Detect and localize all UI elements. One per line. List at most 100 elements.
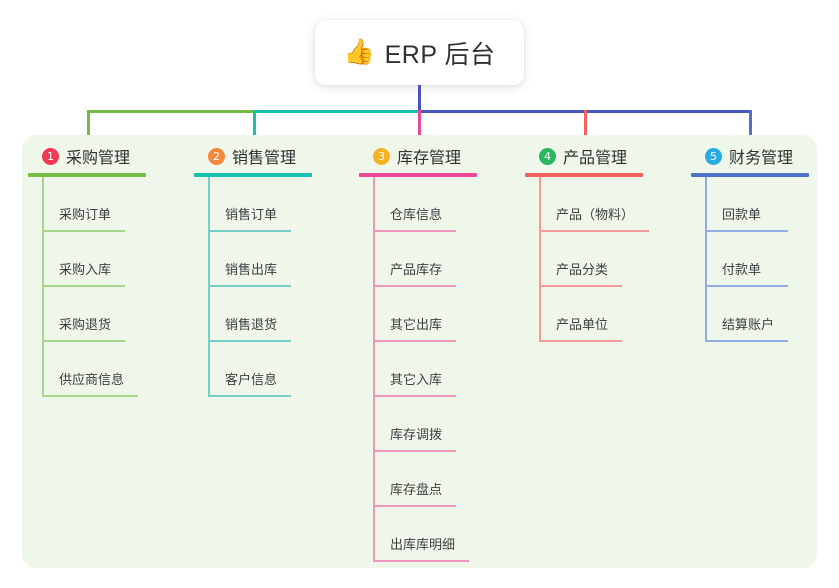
branch-column-1: 1 采购管理 采购订单 采购入库 采购退货 供应商信息	[28, 144, 188, 397]
branch-rule	[28, 173, 146, 177]
leaf-label: 仓库信息	[390, 207, 443, 222]
leaf-label: 出库库明细	[390, 537, 456, 552]
branch-header-3[interactable]: 3 库存管理	[359, 144, 519, 168]
branch-leaves-5: 回款单 付款单 结算账户	[691, 177, 839, 342]
leaf-label: 供应商信息	[59, 372, 125, 387]
leaf-rule	[705, 230, 788, 232]
drop-line-branch-1	[87, 110, 90, 145]
drop-line-branch-4	[584, 110, 587, 145]
leaf-label: 客户信息	[225, 372, 278, 387]
leaf-label: 产品库存	[390, 262, 443, 277]
leaf-rule	[539, 340, 622, 342]
leaf-rule	[208, 285, 291, 287]
branch-header-5[interactable]: 5 财务管理	[691, 144, 839, 168]
leaf-rule	[208, 395, 291, 397]
leaf-item[interactable]: 采购退货	[28, 287, 188, 342]
leaf-item[interactable]: 采购订单	[28, 177, 188, 232]
leaf-rule	[42, 230, 125, 232]
leaf-label: 销售退货	[225, 317, 278, 332]
leaf-label: 其它出库	[390, 317, 443, 332]
branch-column-2: 2 销售管理 销售订单 销售出库 销售退货 客户信息	[194, 144, 354, 397]
leaf-item[interactable]: 库存调拨	[359, 397, 519, 452]
branch-number-badge: 3	[373, 147, 390, 165]
leaf-rule	[539, 230, 649, 232]
branch-header-2[interactable]: 2 销售管理	[194, 144, 354, 168]
leaf-label: 采购退货	[59, 317, 112, 332]
leaf-item[interactable]: 结算账户	[691, 287, 839, 342]
branch-spine	[539, 177, 541, 342]
leaf-rule	[208, 340, 291, 342]
branch-column-4: 4 产品管理 产品（物料） 产品分类 产品单位	[525, 144, 685, 342]
leaf-label: 其它入库	[390, 372, 443, 387]
drop-line-branch-2	[253, 110, 256, 145]
branch-column-5: 5 财务管理 回款单 付款单 结算账户	[691, 144, 839, 342]
leaf-item[interactable]: 库存盘点	[359, 452, 519, 507]
drop-line-branch-5	[749, 110, 752, 145]
leaf-item[interactable]: 销售出库	[194, 232, 354, 287]
leaf-label: 回款单	[722, 207, 762, 222]
leaf-item[interactable]: 产品分类	[525, 232, 685, 287]
branch-rule	[691, 173, 809, 177]
leaf-rule	[373, 285, 456, 287]
leaf-rule	[42, 285, 125, 287]
root-node[interactable]: 👍 ERP 后台	[315, 20, 524, 85]
leaf-item[interactable]: 仓库信息	[359, 177, 519, 232]
branch-spine	[373, 177, 375, 562]
leaf-item[interactable]: 采购入库	[28, 232, 188, 287]
leaf-item[interactable]: 其它入库	[359, 342, 519, 397]
leaf-rule	[373, 560, 469, 562]
leaf-item[interactable]: 销售退货	[194, 287, 354, 342]
leaf-item[interactable]: 产品（物料）	[525, 177, 685, 232]
branch-rule	[194, 173, 312, 177]
branch-header-1[interactable]: 1 采购管理	[28, 144, 188, 168]
branch-number-badge: 4	[539, 147, 556, 165]
leaf-item[interactable]: 供应商信息	[28, 342, 188, 397]
leaf-item[interactable]: 回款单	[691, 177, 839, 232]
branch-leaves-3: 仓库信息 产品库存 其它出库 其它入库 库存调拨 库存盘点 出库库明细	[359, 177, 519, 562]
branches-panel	[22, 135, 817, 568]
leaf-rule	[42, 395, 138, 397]
branch-spine	[705, 177, 707, 342]
leaf-label: 销售出库	[225, 262, 278, 277]
branch-rule	[525, 173, 643, 177]
leaf-rule	[373, 450, 456, 452]
branch-number-badge: 5	[705, 147, 722, 165]
branch-spine	[208, 177, 210, 397]
leaf-rule	[705, 285, 788, 287]
branch-title: 产品管理	[563, 150, 628, 167]
leaf-item[interactable]: 产品库存	[359, 232, 519, 287]
branch-number-badge: 2	[208, 147, 225, 165]
leaf-item[interactable]: 产品单位	[525, 287, 685, 342]
leaf-item[interactable]: 其它出库	[359, 287, 519, 342]
branch-title: 财务管理	[729, 150, 794, 167]
leaf-rule	[373, 340, 456, 342]
leaf-label: 产品单位	[556, 317, 609, 332]
thumbs-up-icon: 👍	[343, 38, 375, 66]
leaf-label: 库存盘点	[390, 482, 443, 497]
leaf-item[interactable]: 客户信息	[194, 342, 354, 397]
leaf-rule	[373, 230, 456, 232]
branch-title: 销售管理	[232, 150, 297, 167]
branch-title: 采购管理	[66, 150, 131, 167]
drop-line-branch-3	[418, 110, 421, 145]
root-stem-line	[418, 85, 421, 110]
branch-number-badge: 1	[42, 147, 59, 165]
leaf-label: 采购订单	[59, 207, 112, 222]
leaf-item[interactable]: 出库库明细	[359, 507, 519, 562]
leaf-rule	[42, 340, 125, 342]
branch-leaves-2: 销售订单 销售出库 销售退货 客户信息	[194, 177, 354, 397]
leaf-label: 付款单	[722, 262, 762, 277]
leaf-rule	[373, 505, 456, 507]
leaf-rule	[539, 285, 622, 287]
leaf-item[interactable]: 销售订单	[194, 177, 354, 232]
leaf-label: 销售订单	[225, 207, 278, 222]
root-node-title: ERP 后台	[384, 40, 496, 69]
leaf-label: 产品（物料）	[556, 207, 635, 222]
branch-header-4[interactable]: 4 产品管理	[525, 144, 685, 168]
bus-line-green	[87, 110, 254, 113]
leaf-item[interactable]: 付款单	[691, 232, 839, 287]
leaf-label: 结算账户	[722, 317, 775, 332]
branch-title: 库存管理	[397, 150, 462, 167]
branch-leaves-1: 采购订单 采购入库 采购退货 供应商信息	[28, 177, 188, 397]
branch-leaves-4: 产品（物料） 产品分类 产品单位	[525, 177, 685, 342]
